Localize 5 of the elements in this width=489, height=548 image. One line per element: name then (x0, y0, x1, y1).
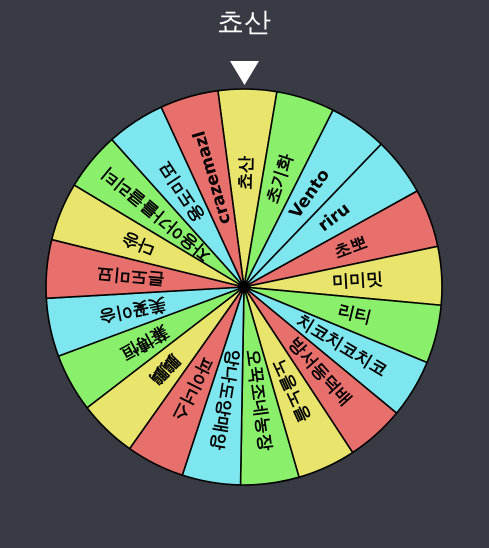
segment-label: 쵸산 (236, 156, 256, 190)
segment-label: 초뽀 (331, 232, 370, 263)
segment-label: 미미밋 (332, 269, 384, 292)
segment-label: 른도미묘 (96, 263, 166, 290)
title: 쵸산 (217, 6, 271, 40)
